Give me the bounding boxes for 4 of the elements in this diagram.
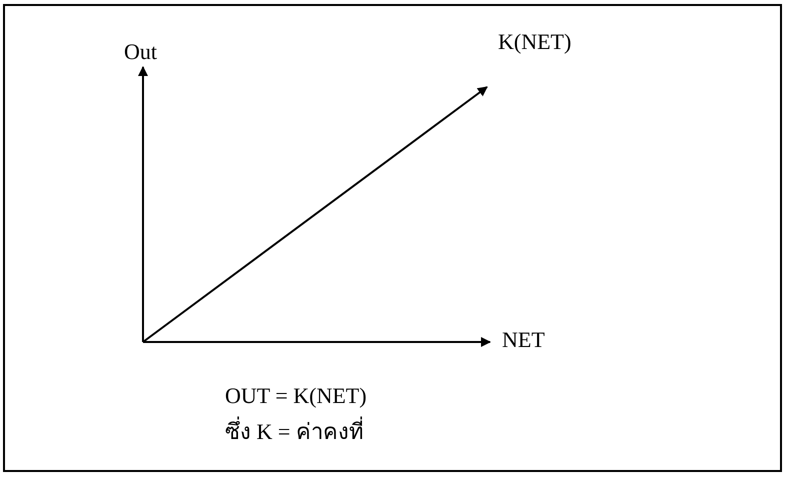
axis-label: NET xyxy=(502,328,545,352)
equation-text: OUT = K(NET) xyxy=(225,384,367,408)
line-label: K(NET) xyxy=(498,30,572,54)
axis-label: Out xyxy=(124,40,157,64)
